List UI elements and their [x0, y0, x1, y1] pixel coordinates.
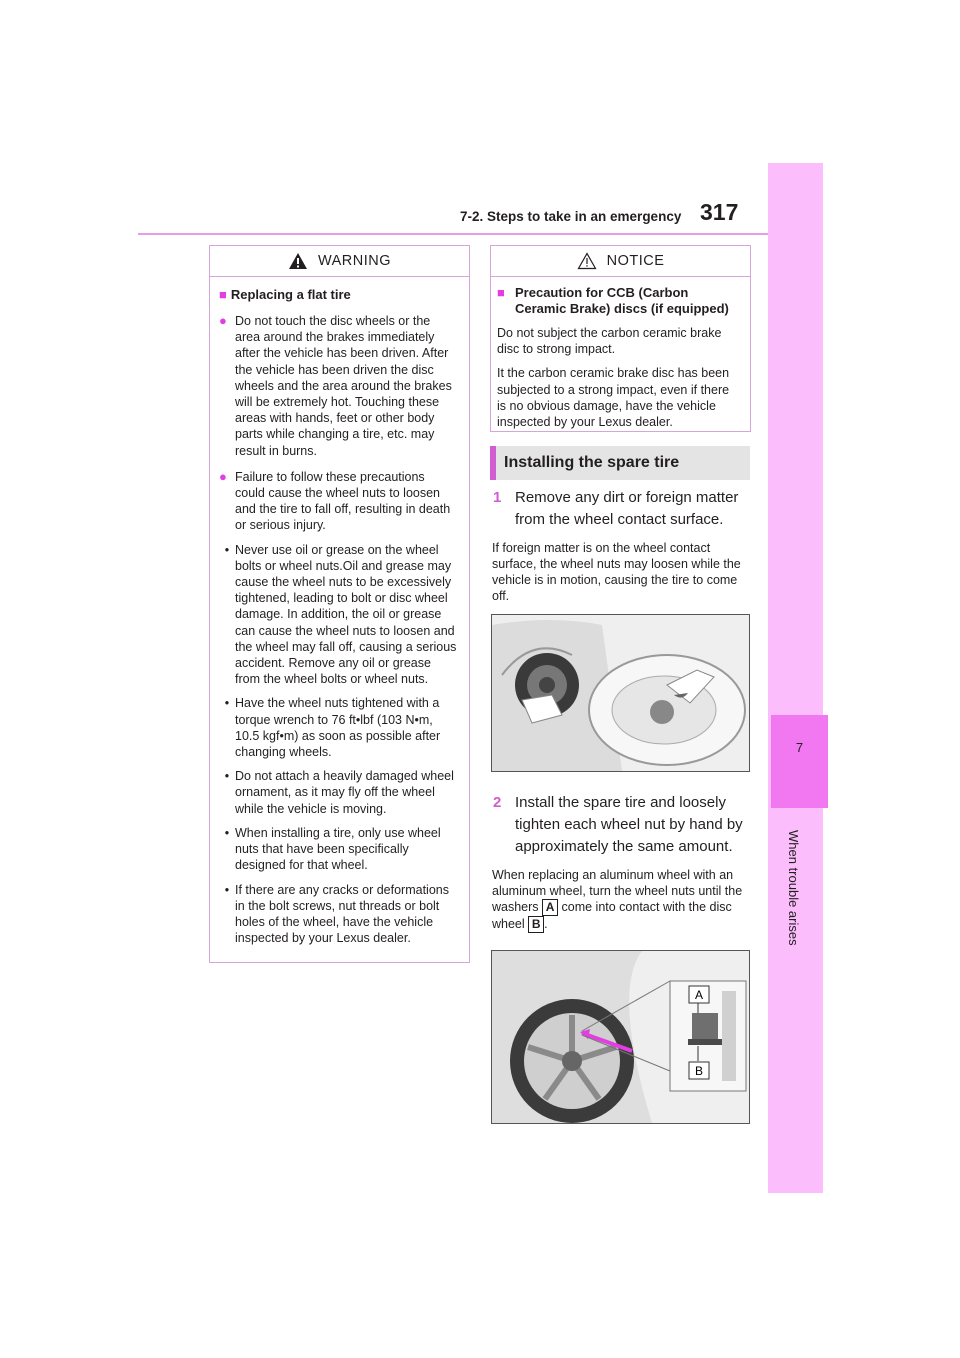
wheel-nut-illustration: A B — [492, 951, 749, 1123]
warning-dash-text: When installing a tire, only use wheel n… — [235, 825, 441, 873]
page-number: 317 — [700, 199, 739, 225]
header-rule — [138, 233, 768, 235]
circle-bullet-icon: ● — [219, 468, 227, 484]
notice-subheading: ■ Precaution for CCB (Carbon Ceramic Bra… — [497, 285, 740, 317]
warning-dash-text: Do not attach a heavily damaged wheel or… — [235, 769, 454, 816]
step-1-note: If foreign matter is on the wheel contac… — [492, 541, 741, 603]
warning-bullet-text: Failure to follow these precautions coul… — [235, 469, 451, 533]
warning-dash-text: Have the wheel nuts tightened with a tor… — [235, 696, 441, 760]
step-text: Remove any dirt or foreign matter from t… — [515, 489, 739, 528]
chapter-label: When trouble arises — [786, 830, 801, 946]
notice-heading: NOTICE — [606, 253, 665, 269]
square-bullet-icon: ■ — [497, 285, 505, 300]
dash-marker: • — [224, 542, 230, 557]
warning-bullet: ● Do not touch the disc wheels or the ar… — [219, 313, 457, 459]
warning-dash-text: Never use oil or grease on the wheel bol… — [235, 542, 457, 687]
warning-dash-item: • Do not attach a heavily damaged wheel … — [219, 768, 457, 817]
notice-triangle-icon — [577, 252, 597, 270]
warning-dash-item: • When installing a tire, only use wheel… — [219, 825, 457, 874]
step-2-note-text: When replacing an aluminum wheel with an… — [492, 868, 743, 914]
chapter-number-box: 7 — [771, 715, 828, 808]
notice-content: ■ Precaution for CCB (Carbon Ceramic Bra… — [491, 277, 750, 430]
callout-a-label: A — [695, 988, 703, 1002]
warning-subheading-text: Replacing a flat tire — [230, 287, 351, 302]
warning-box: WARNING ■Replacing a flat tire ● Do not … — [209, 245, 470, 963]
step-number: 1 — [493, 489, 502, 506]
warning-header: WARNING — [210, 246, 469, 277]
callout-a-box — [688, 985, 710, 1004]
circle-bullet-icon: ● — [219, 313, 227, 328]
warning-subheading: ■Replacing a flat tire — [219, 287, 457, 303]
figure-clean-contact-surface — [491, 614, 750, 772]
figure-wheel-nut-washer: A B — [491, 950, 750, 1124]
warning-heading: WARNING — [317, 253, 392, 269]
tire-cleaning-illustration — [492, 615, 749, 771]
section-heading: Installing the spare tire — [490, 446, 750, 480]
dash-marker: • — [224, 825, 230, 840]
notice-box: NOTICE ■ Precaution for CCB (Carbon Cera… — [490, 245, 751, 432]
warning-content: ■Replacing a flat tire ● Do not touch th… — [210, 277, 469, 946]
notice-paragraph: Do not subject the carbon ceramic brake … — [497, 326, 722, 357]
dash-marker: • — [224, 882, 230, 897]
warning-bullet-text: Do not touch the disc wheels or the area… — [235, 314, 452, 458]
dash-marker: • — [224, 769, 230, 784]
square-bullet-icon: ■ — [219, 287, 227, 302]
warning-dash-item: • If there are any cracks or deformation… — [219, 882, 457, 947]
warning-dash-text: If there are any cracks or deformations … — [235, 882, 449, 946]
section-title: 7-2. Steps to take in an emergency — [460, 209, 682, 224]
step-2-note: When replacing an aluminum wheel with an… — [492, 867, 748, 934]
callout-b-box — [688, 1061, 710, 1080]
callout-label-b: B — [528, 916, 545, 934]
warning-triangle-icon — [288, 253, 307, 269]
warning-dash-item: • Have the wheel nuts tightened with a t… — [219, 695, 457, 760]
chapter-number: 7 — [795, 740, 804, 755]
chapter-label-box: When trouble arises — [768, 830, 823, 990]
step-1: 1 Remove any dirt or foreign matter from… — [493, 487, 748, 531]
step-2-note-end: . — [544, 917, 548, 932]
section-heading-text: Installing the spare tire — [504, 454, 680, 471]
callout-label-a: A — [542, 899, 559, 917]
step-text: Install the spare tire and loosely tight… — [515, 794, 743, 855]
warning-bullet: ● Failure to follow these precautions co… — [219, 469, 457, 534]
warning-dash-item: • Never use oil or grease on the wheel b… — [219, 542, 457, 688]
notice-header: NOTICE — [491, 246, 750, 277]
notice-paragraph: It the carbon ceramic brake disc has bee… — [497, 366, 730, 430]
step-2-note-text: come into contact with the disc wheel — [492, 900, 732, 932]
notice-subheading-text: Precaution for CCB (Carbon Ceramic Brake… — [515, 285, 729, 316]
callout-b-label: B — [695, 1064, 703, 1078]
step-2: 2 Install the spare tire and loosely tig… — [493, 792, 748, 858]
chapter-tab-bar — [768, 163, 823, 1193]
step-number: 2 — [493, 794, 502, 811]
dash-marker: • — [224, 696, 230, 711]
